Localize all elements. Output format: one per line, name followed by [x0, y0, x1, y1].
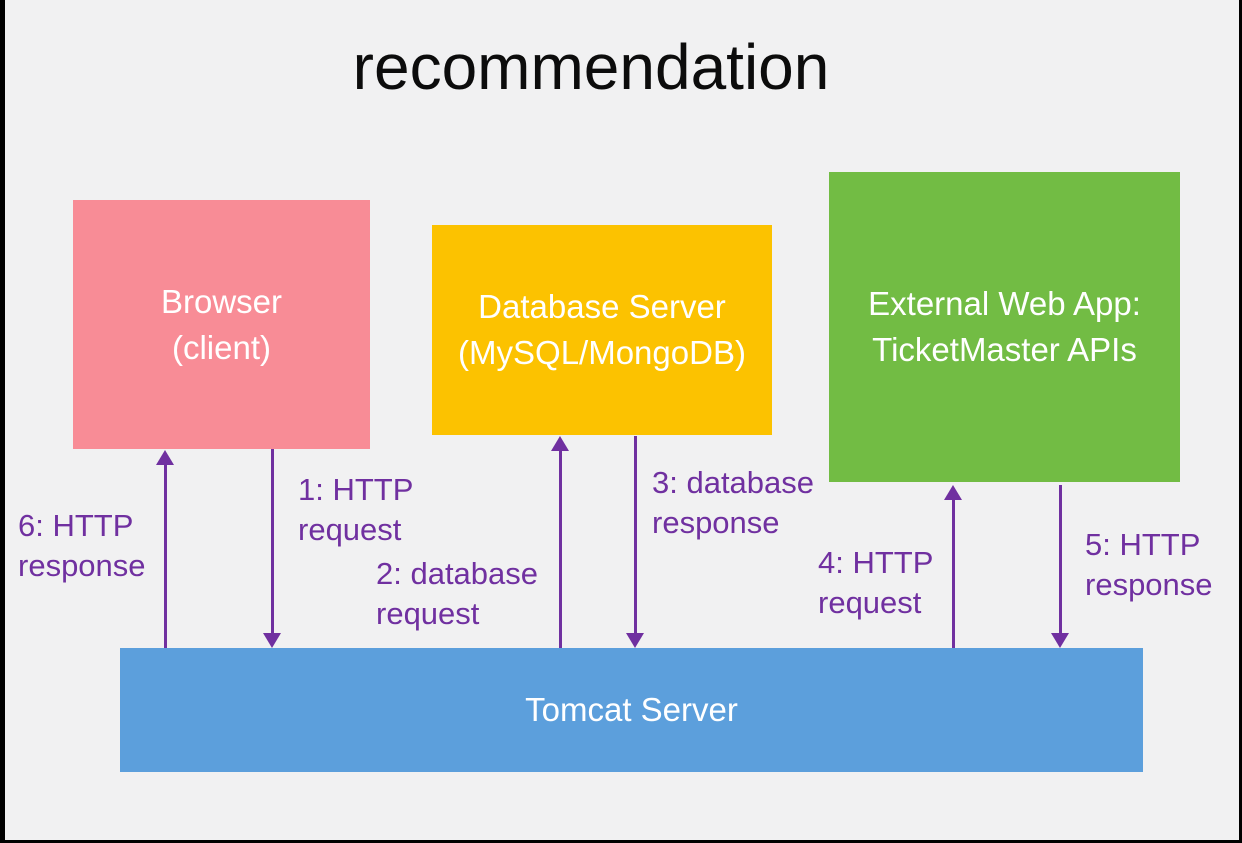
arrow-1-http-request-icon: [263, 449, 281, 648]
screen-edge-right: [1239, 0, 1242, 843]
arrow-3-database-response-icon: [626, 436, 644, 648]
arrow-3-shaft: [633, 436, 637, 636]
arrow-6-http-response-icon: [156, 450, 174, 648]
node-browser: Browser (client): [73, 200, 370, 449]
arrow-2-database-request-icon: [551, 436, 569, 648]
node-database-server: Database Server (MySQL/MongoDB): [432, 225, 772, 435]
node-database-server-label: Database Server (MySQL/MongoDB): [458, 288, 746, 371]
arrow-label-4-http-request: 4: HTTP request: [818, 545, 934, 621]
arrow-label-5-http-response: 5: HTTP response: [1085, 527, 1213, 603]
arrow-label-2-database-request: 2: database request: [376, 556, 539, 632]
arrow-5-shaft: [1058, 485, 1062, 636]
arrow-1-shaft: [270, 449, 274, 636]
node-browser-label: Browser (client): [160, 282, 283, 366]
arrow-4-arrowhead-up-icon: [944, 485, 962, 500]
arrow-label-1-http-request: 1: HTTP request: [298, 472, 414, 548]
node-external-web-app: External Web App: TicketMaster APIs: [829, 172, 1180, 482]
arrow-2-shaft: [558, 448, 562, 648]
arrow-6-arrowhead-up-icon: [156, 450, 174, 465]
arrow-label-6-http-response: 6: HTTP response: [18, 508, 146, 584]
arrow-4-shaft: [951, 497, 955, 648]
screen-edge-left: [0, 0, 5, 843]
page-title: recommendation: [352, 31, 830, 103]
arrow-3-arrowhead-down-icon: [626, 633, 644, 648]
arrow-6-shaft: [163, 462, 167, 648]
node-external-web-app-label: External Web App: TicketMaster APIs: [868, 285, 1141, 368]
screen-edge-bottom: [0, 840, 1242, 843]
arrow-label-3-database-response: 3: database response: [652, 465, 815, 541]
arrow-1-arrowhead-down-icon: [263, 633, 281, 648]
arrow-4-http-request-icon: [944, 485, 962, 648]
arrow-5-arrowhead-down-icon: [1051, 633, 1069, 648]
arrow-2-arrowhead-up-icon: [551, 436, 569, 451]
node-tomcat-server-label: Tomcat Server: [525, 691, 738, 729]
arrow-5-http-response-icon: [1051, 485, 1069, 648]
node-tomcat-server: Tomcat Server: [120, 648, 1143, 772]
